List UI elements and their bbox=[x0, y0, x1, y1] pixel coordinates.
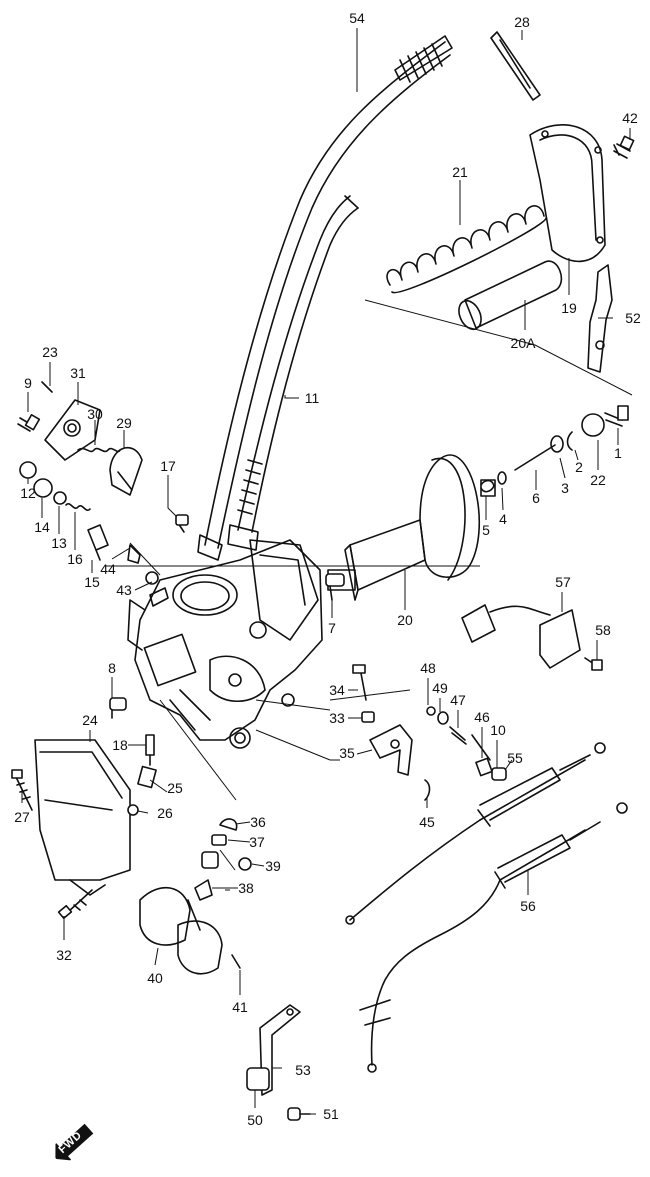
float-chamber-24 bbox=[34, 739, 131, 896]
callout-19: 19 bbox=[561, 300, 577, 316]
callout-25: 25 bbox=[167, 780, 183, 796]
callout-14: 14 bbox=[34, 519, 50, 535]
callout-1: 1 bbox=[614, 445, 622, 461]
callout-33: 33 bbox=[329, 710, 345, 726]
clip-45 bbox=[424, 779, 431, 801]
throttle-cable-56 bbox=[359, 802, 628, 1073]
items-36-39 bbox=[194, 818, 252, 901]
screw-51 bbox=[287, 1107, 311, 1121]
screw-42 bbox=[613, 135, 635, 159]
nozzle-43 bbox=[149, 587, 169, 607]
screw-8 bbox=[109, 697, 127, 719]
callout-52: 52 bbox=[625, 310, 641, 326]
callout-42: 42 bbox=[622, 110, 638, 126]
callout-23: 23 bbox=[42, 344, 58, 360]
callout-21: 21 bbox=[452, 164, 468, 180]
throttle-cable-55 bbox=[345, 742, 606, 925]
callout-50: 50 bbox=[247, 1112, 263, 1128]
callout-31: 31 bbox=[70, 365, 86, 381]
throttle-sensor-57 bbox=[461, 604, 603, 671]
callout-12: 12 bbox=[20, 485, 36, 501]
callout-4: 4 bbox=[499, 511, 507, 527]
callout-20a: 20A bbox=[510, 335, 536, 351]
callout-44: 44 bbox=[100, 561, 116, 577]
needle-jets bbox=[127, 734, 157, 816]
callout-27: 27 bbox=[14, 809, 30, 825]
callout-56: 56 bbox=[520, 898, 536, 914]
callout-49: 49 bbox=[432, 680, 448, 696]
pin-41 bbox=[231, 954, 241, 969]
callout-7: 7 bbox=[328, 620, 336, 636]
callout-10: 10 bbox=[490, 722, 506, 738]
float-40 bbox=[139, 886, 223, 975]
callout-35: 35 bbox=[339, 745, 355, 761]
callout-18: 18 bbox=[112, 737, 128, 753]
callout-17: 17 bbox=[160, 458, 176, 474]
callout-11: 11 bbox=[304, 390, 320, 406]
callout-43: 43 bbox=[116, 582, 132, 598]
callout-5: 5 bbox=[482, 522, 490, 538]
callout-13: 13 bbox=[51, 535, 67, 551]
screw-17 bbox=[175, 514, 189, 533]
accelerator-pump-cluster bbox=[17, 381, 159, 585]
callout-30: 30 bbox=[87, 406, 103, 422]
callout-37: 37 bbox=[249, 834, 265, 850]
fwd-arrow-icon: FWD bbox=[49, 1119, 98, 1166]
carburetor-body bbox=[127, 539, 323, 749]
callout-54: 54 bbox=[349, 10, 365, 26]
bracket-52 bbox=[587, 264, 613, 373]
clip-28 bbox=[490, 31, 541, 101]
callout-41: 41 bbox=[232, 999, 248, 1015]
items-46-49 bbox=[426, 706, 507, 781]
callout-36: 36 bbox=[250, 814, 266, 830]
callout-57: 57 bbox=[555, 574, 571, 590]
vent-hose-11 bbox=[227, 195, 359, 551]
callout-26: 26 bbox=[157, 805, 173, 821]
carb-bell-20 bbox=[327, 454, 481, 601]
screw-27 bbox=[11, 769, 33, 811]
items-33-35 bbox=[352, 664, 413, 776]
callout-20: 20 bbox=[397, 612, 413, 628]
small-parts-right bbox=[480, 405, 629, 497]
cable-housing-54 bbox=[197, 35, 453, 561]
callout-55: 55 bbox=[507, 750, 523, 766]
callout-34: 34 bbox=[329, 682, 345, 698]
callout-2: 2 bbox=[575, 459, 583, 475]
bracket-53 bbox=[246, 1004, 301, 1096]
callout-46: 46 bbox=[474, 709, 490, 725]
callout-6: 6 bbox=[532, 490, 540, 506]
callout-3: 3 bbox=[561, 480, 569, 496]
callout-29: 29 bbox=[116, 415, 132, 431]
callout-8: 8 bbox=[108, 660, 116, 676]
callout-45: 45 bbox=[419, 814, 435, 830]
callout-leaders bbox=[21, 28, 631, 1115]
callout-32: 32 bbox=[56, 947, 72, 963]
callout-58: 58 bbox=[595, 622, 611, 638]
callout-40: 40 bbox=[147, 970, 163, 986]
callout-53: 53 bbox=[295, 1062, 311, 1078]
piston-20a bbox=[458, 260, 563, 331]
callout-9: 9 bbox=[24, 375, 32, 391]
callout-39: 39 bbox=[265, 858, 281, 874]
callout-24: 24 bbox=[82, 712, 98, 728]
callout-15: 15 bbox=[84, 574, 100, 590]
piston-cover-19 bbox=[529, 124, 606, 263]
callout-51: 51 bbox=[323, 1106, 339, 1122]
callout-28: 28 bbox=[514, 14, 530, 30]
callout-16: 16 bbox=[67, 551, 83, 567]
screw-32 bbox=[57, 889, 93, 920]
jet-7 bbox=[325, 573, 345, 601]
callout-48: 48 bbox=[420, 660, 436, 676]
spring-21 bbox=[386, 205, 547, 294]
callout-47: 47 bbox=[450, 692, 466, 708]
callout-38: 38 bbox=[238, 880, 254, 896]
callout-22: 22 bbox=[590, 472, 606, 488]
